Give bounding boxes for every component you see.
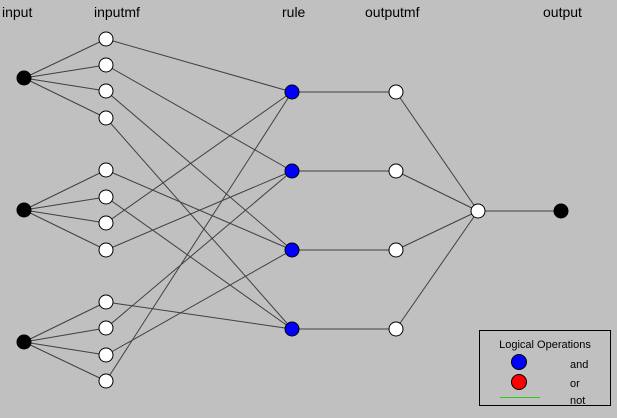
edge-inputmf-rule [105,90,293,251]
outputmf-node [388,242,404,258]
inputmf-node [98,189,114,205]
edge-inputmf-rule [105,38,293,93]
legend-marker-not [500,397,540,398]
edge-input-inputmf [23,169,107,211]
edge-input-inputmf [23,38,107,79]
edge-outputmf-aggregator [395,210,479,330]
outputmf-node [388,84,404,100]
edge-inputmf-rule [105,91,293,382]
legend-label-and: and [570,359,589,371]
inputmf-node [98,57,114,73]
edge-input-inputmf [23,327,107,343]
legend-title: Logical Operations [499,339,591,351]
edge-input-inputmf [23,301,107,343]
edge-input-inputmf [23,64,107,79]
inputmf-node [98,242,114,258]
legend-marker-or [511,374,527,390]
layer-label-outputmf: outputmf [365,4,420,20]
rule-node [284,321,300,337]
layer-label-inputmf: inputmf [94,4,140,20]
legend-marker-and [511,354,527,370]
edge-inputmf-rule [105,64,293,172]
rule-node [284,163,300,179]
edge-inputmf-rule [105,196,293,330]
edge-inputmf-rule [105,170,293,329]
edge-inputmf-rule [105,169,293,251]
input-node [16,202,32,218]
legend-label-or: or [570,378,580,390]
edge-input-inputmf [23,77,107,92]
edge-input-inputmf [23,209,107,224]
input-node [16,334,32,350]
inputmf-node [98,294,114,310]
edge-outputmf-aggregator [395,210,479,251]
outputmf-node [388,321,404,337]
output-node [553,203,569,219]
legend-label-not: not [570,395,586,407]
edge-input-inputmf [23,341,107,382]
edge-input-inputmf [23,77,107,119]
input-node [16,70,32,86]
layer-label-input: input [2,4,33,20]
inputmf-node [98,373,114,389]
inputmf-node [98,83,114,99]
inputmf-node [98,31,114,47]
outputmf-node [388,163,404,179]
edge-input-inputmf [23,209,107,251]
layer-label-output: output [543,4,582,20]
edge-outputmf-aggregator [395,91,479,212]
rule-node [284,242,300,258]
logical-operations-legend: Logical Operations and or not [479,330,611,407]
edge-inputmf-rule [105,91,293,224]
inputmf-node [98,162,114,178]
edge-input-inputmf [23,341,107,356]
edge-inputmf-rule [105,301,293,330]
aggregation-node [470,203,486,219]
rule-node [284,84,300,100]
inputmf-node [98,347,114,363]
edge-inputmf-rule [105,117,293,330]
edge-outputmf-aggregator [395,170,479,212]
inputmf-node [98,110,114,126]
edge-input-inputmf [23,196,107,211]
inputmf-node [98,215,114,231]
layer-label-rule: rule [282,4,306,20]
inputmf-node [98,320,114,336]
edge-inputmf-rule [105,249,293,356]
